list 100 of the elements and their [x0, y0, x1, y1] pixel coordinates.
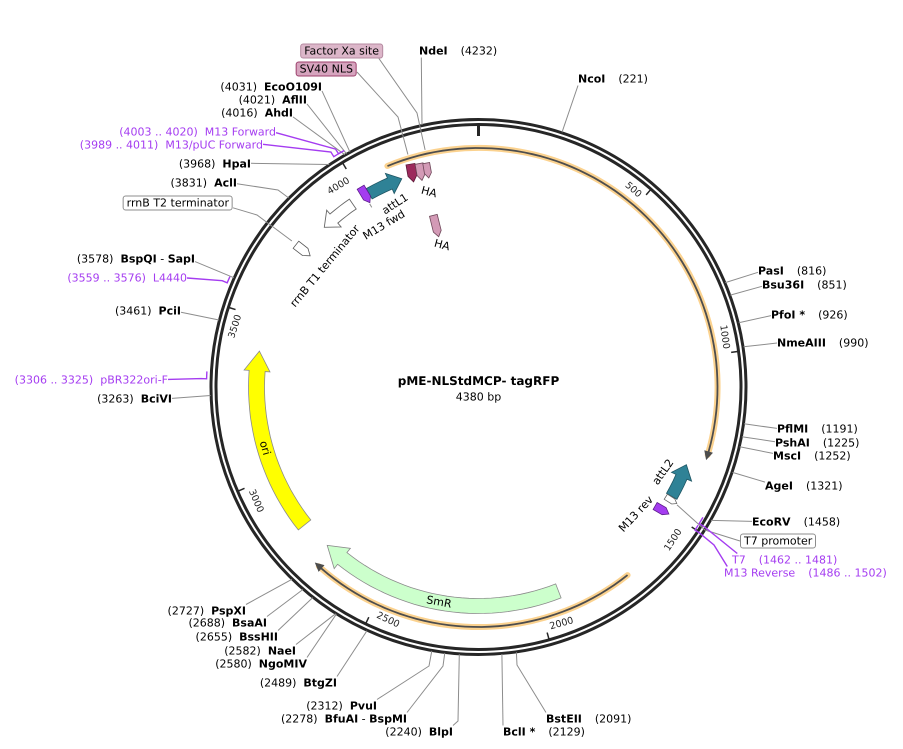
- leader-line: [336, 630, 368, 677]
- tick-label: 1000: [716, 324, 732, 350]
- cut-site-position: (2091): [594, 712, 632, 726]
- enzyme-name: AflII: [282, 94, 307, 106]
- leader-line: [194, 261, 234, 278]
- enzyme-name: BclI *: [503, 726, 536, 738]
- tick-label: 3500: [226, 313, 244, 340]
- leader-line: [186, 276, 231, 284]
- leader-line: [730, 286, 762, 296]
- enzyme-name: NaeI: [268, 644, 296, 658]
- cut-site-position: (4031): [220, 80, 257, 94]
- leader-line: [369, 203, 372, 208]
- cut-site-position: (3831): [170, 176, 208, 190]
- sequence-feature: [356, 184, 372, 204]
- leader-line: [698, 517, 738, 554]
- sequence-feature: [662, 492, 678, 505]
- feature-label-box: SV40 NLS: [296, 62, 357, 76]
- enzyme-name: AgeI: [765, 480, 793, 492]
- plasmid-size: 4380 bp: [456, 390, 502, 404]
- leader-line: [562, 85, 578, 133]
- cut-site-position: (2489): [260, 676, 296, 690]
- primer-position: (1462 .. 1481): [758, 554, 838, 566]
- enzyme-name: BfuAI - BspMI: [324, 712, 407, 726]
- cut-site-position: (2240): [385, 726, 422, 738]
- leader-line: [376, 650, 432, 700]
- cut-site-position: (2312): [306, 700, 343, 712]
- leader-line: [452, 654, 460, 726]
- primer-position: (4003 .. 4020): [119, 126, 198, 138]
- sequence-feature: [292, 240, 312, 257]
- primer-position: (1486 .. 1502): [808, 566, 887, 580]
- leader-line: [262, 144, 342, 158]
- cut-site-position: (2580): [215, 658, 252, 670]
- enzyme-name: PfoI *: [771, 308, 806, 322]
- leader-line: [266, 589, 304, 617]
- primer-position: (3559 .. 3576): [67, 272, 146, 284]
- leader-line: [250, 162, 330, 165]
- cut-site-position: (990): [838, 336, 869, 350]
- tick-label: 3000: [246, 488, 266, 514]
- enzyme-name: BssHII: [239, 630, 278, 644]
- leader-line: [278, 597, 314, 631]
- feature-label: HA: [432, 236, 451, 254]
- tick-label: 2500: [374, 610, 402, 631]
- enzyme-name: BstEII: [546, 712, 582, 726]
- tick-label: 4000: [325, 176, 352, 198]
- leader-line: [739, 446, 774, 454]
- feature-label-box: T7 promoter: [740, 534, 816, 548]
- plasmid-name: pME-NLStdMCP- tagRFP: [398, 374, 560, 388]
- leader-line: [406, 652, 446, 713]
- enzyme-name: PvuI: [350, 700, 377, 712]
- primer-name: T7: [732, 554, 746, 566]
- leader-line: [322, 90, 350, 152]
- cut-site-position: (3263): [97, 392, 134, 406]
- leader-line: [420, 57, 422, 126]
- cut-site-position: (2688): [188, 616, 226, 630]
- enzyme-name: BsaAI: [232, 616, 267, 630]
- cut-site-position: (2278): [280, 712, 318, 726]
- primer-position: (3989 .. 4011): [80, 138, 158, 152]
- cut-site-position: (4232): [460, 44, 498, 58]
- leader-line: [741, 436, 776, 442]
- enzyme-name: EcoO109I: [264, 80, 322, 94]
- leader-line: [168, 371, 208, 380]
- cut-site-position: (1225): [822, 436, 860, 450]
- leader-line: [378, 58, 426, 150]
- cut-site-position: (1321): [806, 480, 843, 492]
- leader-line: [232, 207, 292, 242]
- enzyme-name: BspQI - SapI: [120, 252, 195, 266]
- feature-label: HA: [419, 184, 438, 200]
- leader-line: [694, 524, 728, 567]
- enzyme-name: EcoRV: [752, 516, 791, 528]
- cut-site-position: (3968): [178, 158, 216, 170]
- cut-site-position: (926): [818, 308, 848, 322]
- primer-position: (3306 .. 3325): [14, 374, 94, 386]
- leader-line: [276, 132, 345, 154]
- enzyme-name: NgoMIV: [258, 658, 307, 670]
- leader-line: [501, 654, 504, 726]
- tick-label: 2000: [548, 614, 574, 632]
- feature-label: ori: [256, 440, 274, 457]
- enzyme-name: PflMI: [777, 422, 808, 436]
- leader-line: [516, 652, 546, 713]
- enzyme-name: BlpI: [428, 726, 453, 738]
- enzyme-name: HpaI: [222, 158, 251, 170]
- cut-site-position: (2655): [196, 630, 232, 644]
- enzyme-name: NmeAIII: [777, 336, 826, 350]
- cut-site-position: (2129): [548, 726, 585, 738]
- leader-line: [743, 342, 778, 348]
- leader-line: [738, 315, 772, 324]
- primer-name: M13 Reverse: [724, 566, 796, 580]
- primer-name: L4440: [152, 272, 187, 284]
- cut-site-position: (3578): [76, 252, 114, 266]
- enzyme-name: BtgZI: [303, 676, 337, 690]
- cut-site-position: (2582): [224, 644, 261, 658]
- enzyme-name: NdeI: [419, 44, 448, 58]
- enzyme-name: PspXI: [211, 604, 246, 618]
- leader-line: [306, 614, 337, 658]
- enzyme-name: PasI: [758, 264, 784, 278]
- leader-line: [306, 103, 347, 154]
- tick-label: 500: [622, 180, 644, 200]
- feature-label-box: rrnB T2 terminator: [122, 195, 233, 210]
- enzyme-name: PciI: [158, 304, 181, 318]
- leader-line: [710, 520, 752, 522]
